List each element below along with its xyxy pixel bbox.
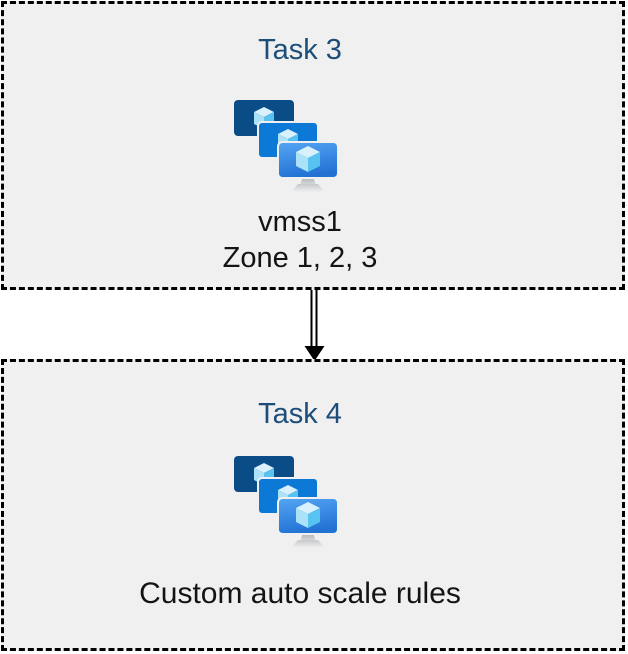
task4-box: Task 4 (1, 359, 625, 651)
vmss-icon (234, 456, 338, 548)
task3-title: Task 3 (258, 34, 342, 66)
vm-name-label: vmss1 (258, 206, 342, 238)
task3-label: vmss1 Zone 1, 2, 3 (4, 204, 622, 276)
task3-box: Task 3 (1, 1, 625, 290)
connector-arrow (304, 290, 325, 361)
arrowhead-icon (304, 346, 325, 361)
monitor-front (277, 141, 338, 179)
autoscale-rules-label: Custom auto scale rules (139, 577, 461, 610)
monitor-front (277, 497, 338, 535)
task4-title: Task 4 (258, 398, 342, 430)
zone-label: Zone 1, 2, 3 (222, 242, 378, 274)
vmss-icon (234, 100, 338, 192)
task4-label: Custom auto scale rules (4, 576, 622, 612)
